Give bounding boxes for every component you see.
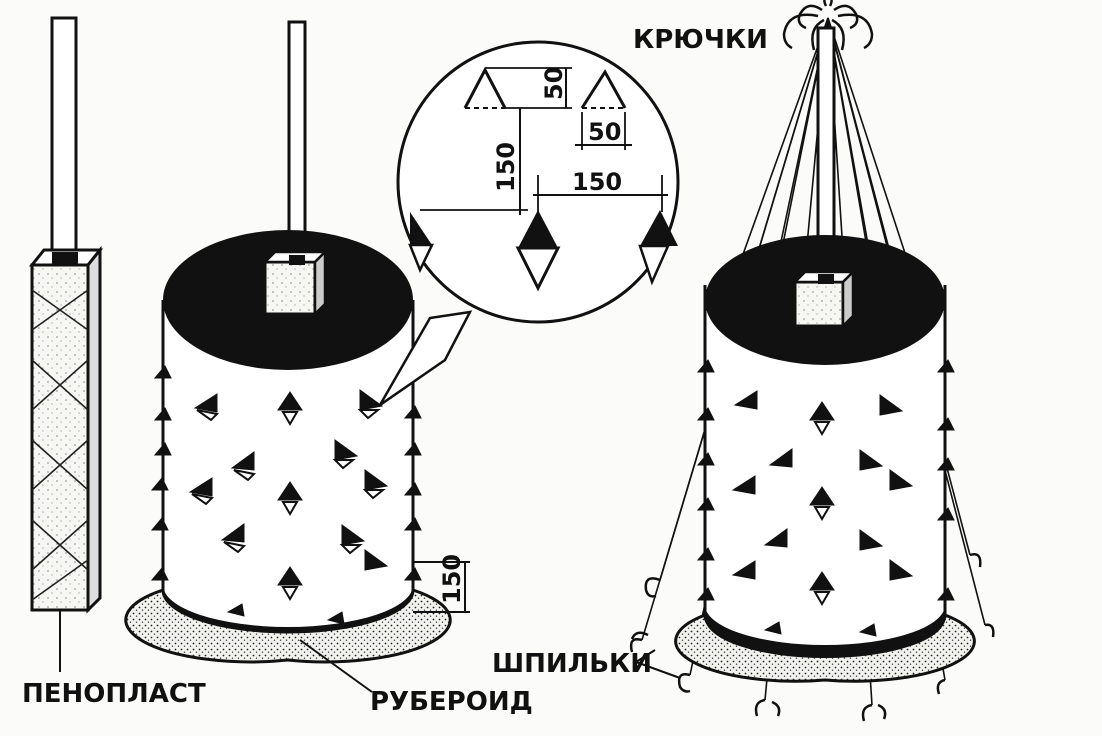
- label-hooks: КРЮЧКИ: [633, 25, 768, 55]
- dim-cut-width: 50: [588, 118, 621, 146]
- foam-column: [28, 16, 104, 672]
- dim-cut-height: 50: [540, 67, 568, 100]
- label-pins: ШПИЛЬКИ: [492, 649, 652, 679]
- dim-vertical-spacing: 150: [492, 142, 520, 192]
- label-foam: ПЕНОПЛАСТ: [22, 679, 206, 709]
- dim-bottom-offset: 150: [438, 554, 466, 604]
- detail-circle: 50 50 150 150: [396, 40, 680, 324]
- hanging-bag: [629, 0, 995, 722]
- label-roofing: РУБЕРОИД: [370, 687, 533, 717]
- middle-bag: 150: [124, 20, 473, 664]
- dim-horizontal-spacing: 150: [572, 168, 622, 196]
